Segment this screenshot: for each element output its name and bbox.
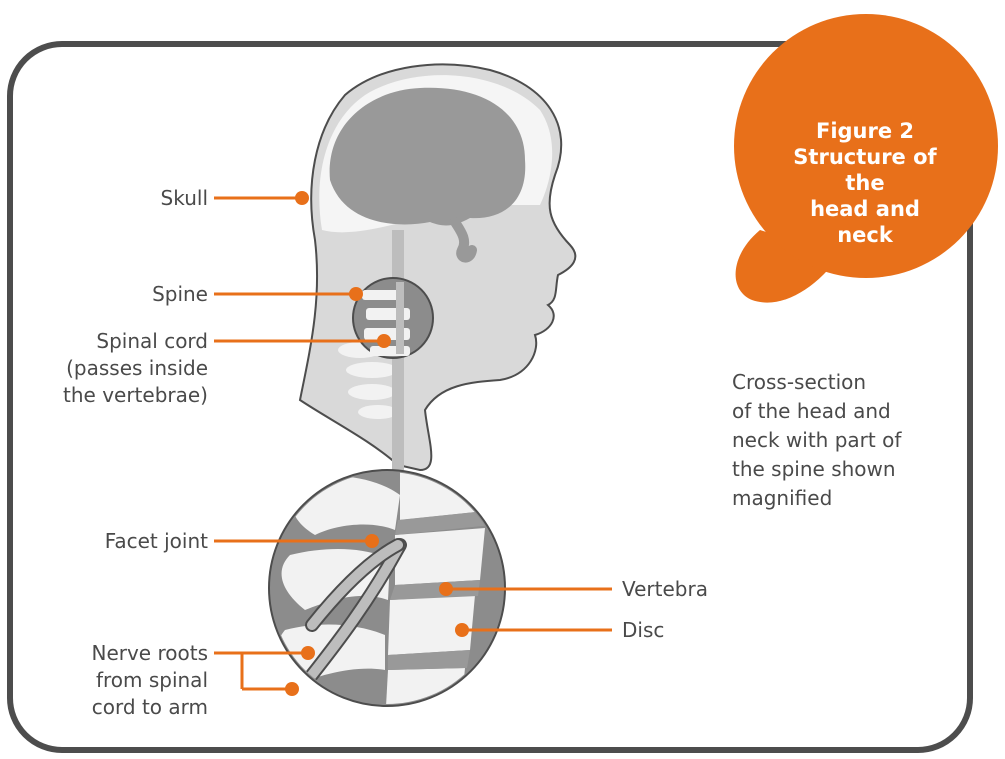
label-nerve-roots: Nerve roots from spinal cord to arm (91, 640, 208, 721)
label-skull: Skull (161, 185, 208, 212)
label-facet-joint: Facet joint (105, 528, 208, 555)
label-vertebra: Vertebra (622, 576, 708, 603)
label-spinal-cord: Spinal cord (passes inside the vertebrae… (63, 328, 208, 409)
label-disc: Disc (622, 617, 664, 644)
figure-number: Figure 2 (780, 118, 950, 144)
label-spine: Spine (152, 281, 208, 308)
figure-caption: Cross-section of the head and neck with … (732, 368, 952, 513)
figure-heading: Structure of the head and neck (780, 144, 950, 248)
figure-title: Figure 2 Structure of the head and neck (780, 118, 950, 248)
